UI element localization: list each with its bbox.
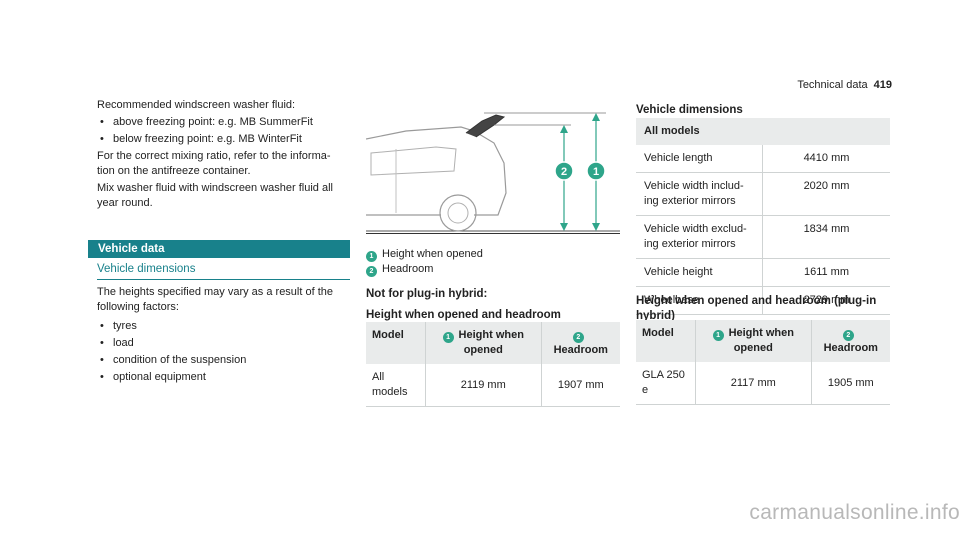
number-badge: 1 xyxy=(366,251,377,262)
page-number: 419 xyxy=(873,79,892,91)
number-badge: 2 xyxy=(366,266,377,277)
hybrid-table-title: Height when opened and headroom (plug-in… xyxy=(636,295,877,322)
list-item: optional equipment xyxy=(97,370,351,385)
running-head: Technical data 419 xyxy=(776,78,892,93)
table-row: Vehicle height 1611 mm xyxy=(636,258,890,287)
tailgate-illustration: 2 1 xyxy=(365,103,620,234)
watermark: carmanualsonline.info xyxy=(749,501,960,524)
col-headroom: 2Headroom xyxy=(540,322,620,364)
col-all-models: All models xyxy=(636,118,890,145)
vehicle-dimensions-table: All models Vehicle length 4410 mm Vehicl… xyxy=(636,118,890,315)
washer-fluid-section: Recommended windscreen washer fluid: abo… xyxy=(97,98,351,211)
mix-note: Mix washer fluid with windscreen washer … xyxy=(97,182,333,209)
list-item: load xyxy=(97,336,351,351)
height-factors-section: The heights specified may vary as a resu… xyxy=(97,285,351,387)
list-item: condition of the suspension xyxy=(97,353,351,368)
table-row: Vehicle width exclud- ing exterior mirro… xyxy=(636,215,890,259)
table-row: Vehicle width includ- ing exterior mirro… xyxy=(636,172,890,216)
list-item: above freezing point: e.g. MB SummerFit xyxy=(97,115,351,130)
height-factors-list: tyres load condition of the suspension o… xyxy=(97,319,351,385)
number-badge: 2 xyxy=(572,332,584,343)
table-header-row: All models xyxy=(636,118,890,145)
mixing-ratio-note: For the correct mixing ratio, refer to t… xyxy=(97,150,331,177)
tailgate-drawing: 2 1 xyxy=(365,112,620,232)
list-item: below freezing point: e.g. MB WinterFit xyxy=(97,132,351,147)
callout-height: 1 xyxy=(593,166,599,178)
vehicle-dimensions-title: Vehicle dimensions xyxy=(636,104,743,116)
height-factors-intro: The heights specified may vary as a resu… xyxy=(97,286,334,313)
col-headroom: 2Headroom xyxy=(810,320,890,362)
not-hybrid-table-title: Height when opened and headroom xyxy=(366,309,561,321)
number-badge: 1 xyxy=(712,330,724,341)
table-row: Vehicle length 4410 mm xyxy=(636,145,890,173)
not-hybrid-title: Not for plug-in hybrid: xyxy=(366,288,488,300)
number-badge: 2 xyxy=(842,330,854,341)
list-item: tyres xyxy=(97,319,351,334)
washer-fluid-list: above freezing point: e.g. MB SummerFit … xyxy=(97,115,351,147)
running-head-section: Technical data xyxy=(797,79,868,91)
table-row: All models 2119 mm 1907 mm xyxy=(366,364,620,407)
vehicle-data-bar: Vehicle data xyxy=(88,240,350,258)
table-row: Wheelbase 2729 mm xyxy=(636,286,890,315)
washer-fluid-intro: Recommended windscreen washer fluid: xyxy=(97,99,296,111)
col-model: Model xyxy=(366,322,426,364)
col-model: Model xyxy=(636,320,696,362)
table-row: GLA 250 e 2117 mm 1905 mm xyxy=(636,362,890,405)
vehicle-dimensions-subheading: Vehicle dimensions xyxy=(97,262,350,280)
callout-headroom: 2 xyxy=(561,166,567,178)
number-badge: 1 xyxy=(442,332,454,343)
